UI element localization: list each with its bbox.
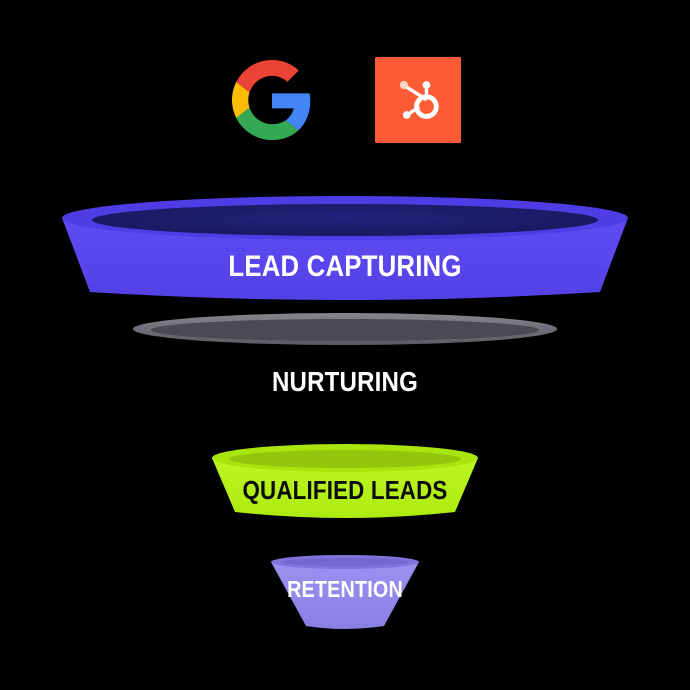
- funnel-layer-lead-capturing[interactable]: [0, 192, 690, 312]
- funnel-layer-retention[interactable]: [0, 552, 690, 636]
- funnel-layer-label-qualified-leads: QUALIFIED LEADS: [242, 475, 448, 505]
- funnel-layer-label-lead-capturing: LEAD CAPTURING: [228, 250, 462, 283]
- funnel-layer-qualified-leads[interactable]: [0, 440, 690, 530]
- logo-row: [0, 55, 690, 145]
- hubspot-logo: [375, 57, 461, 143]
- funnel-layer-label-nurturing: NURTURING: [271, 366, 419, 397]
- funnel-layer-nurturing[interactable]: [0, 305, 690, 355]
- funnel-layer-label-retention: RETENTION: [287, 576, 403, 602]
- google-logo: [229, 57, 315, 143]
